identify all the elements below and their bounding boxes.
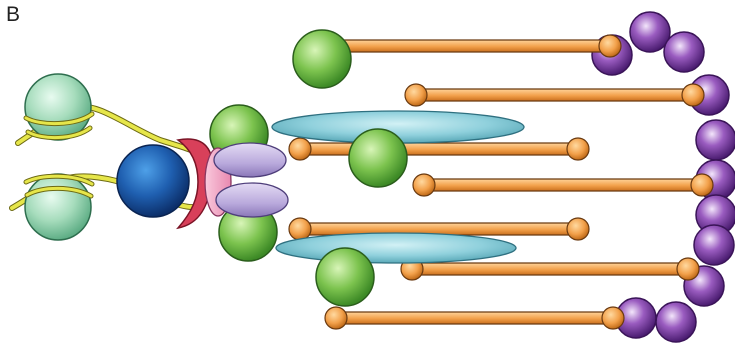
nucleosome (25, 74, 91, 140)
purple-bead (656, 302, 696, 342)
blue-core (117, 145, 189, 217)
green-sphere (316, 248, 374, 306)
green-sphere (349, 129, 407, 187)
nucleosome (25, 174, 91, 240)
orange-rod (325, 307, 624, 329)
orange-rod (413, 174, 713, 196)
green-sphere (293, 30, 351, 88)
orange-rod (330, 35, 621, 57)
purple-bead (630, 12, 670, 52)
lavender-segment (214, 143, 286, 177)
lavender-segment (216, 183, 288, 217)
cyan-disc (276, 233, 516, 263)
bead-chain (592, 12, 735, 342)
orange-rod (405, 84, 704, 106)
purple-bead (696, 120, 735, 160)
purple-bead (694, 225, 734, 265)
purple-bead (664, 32, 704, 72)
